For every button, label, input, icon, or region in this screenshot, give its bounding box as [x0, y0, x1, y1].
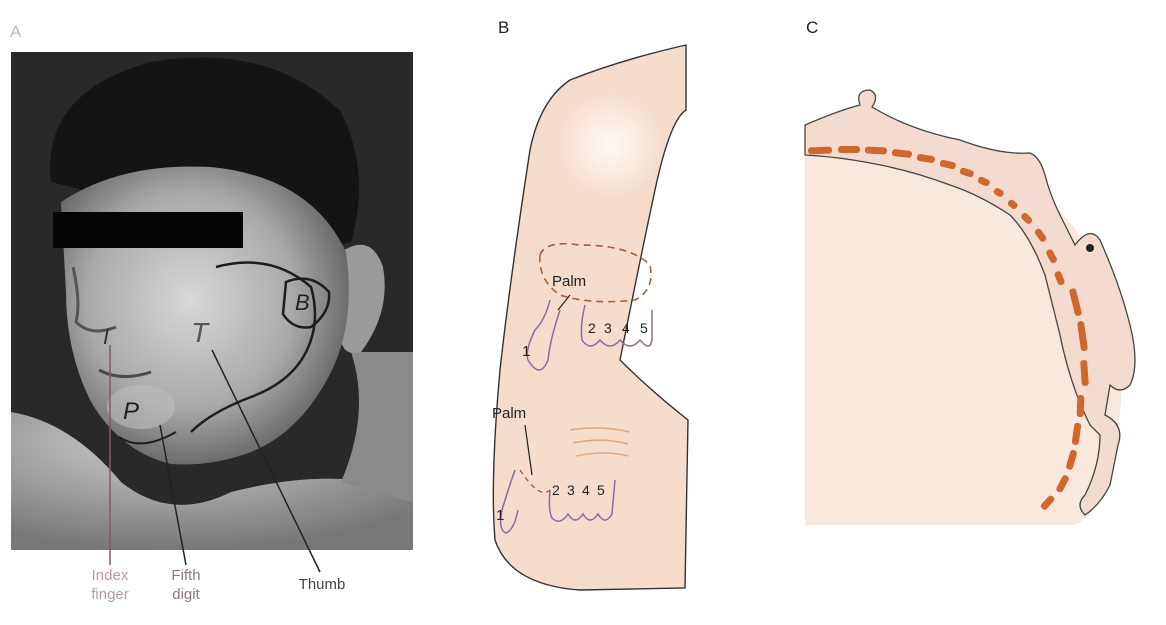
- callout-fifth-digit-text: Fifth digit: [171, 567, 200, 603]
- shoulder-highlight: [555, 90, 665, 200]
- upper-digit-5: 5: [640, 320, 648, 336]
- upper-digit-3: 3: [604, 320, 612, 336]
- lower-digit-1: 1: [496, 507, 504, 524]
- callout-index-finger: Index finger: [80, 566, 140, 604]
- lower-digit-2: 2: [552, 482, 560, 498]
- upper-digit-2: 2: [588, 320, 596, 336]
- lower-digit-4: 4: [582, 482, 590, 498]
- callout-thumb-text: Thumb: [299, 576, 346, 593]
- leader-thumb: [212, 350, 320, 572]
- upper-palm-label: Palm: [552, 273, 586, 290]
- callout-thumb: Thumb: [292, 575, 352, 594]
- panel-b-arm-diagram: Palm 1 2 3 4 5 Palm 1 2 3 4 5: [470, 40, 700, 595]
- lower-digit-5: 5: [597, 482, 605, 498]
- homunculus-eye: [1086, 244, 1094, 252]
- callout-index-finger-text: Index finger: [91, 567, 129, 603]
- callout-fifth-digit: Fifth digit: [156, 566, 216, 604]
- leader-fifth-digit: [160, 425, 186, 565]
- lower-palm-label: Palm: [492, 405, 526, 422]
- upper-digit-4: 4: [622, 320, 630, 336]
- lower-digit-3: 3: [567, 482, 575, 498]
- panel-c-homunculus-diagram: [800, 85, 1166, 540]
- upper-digit-1: 1: [522, 343, 530, 360]
